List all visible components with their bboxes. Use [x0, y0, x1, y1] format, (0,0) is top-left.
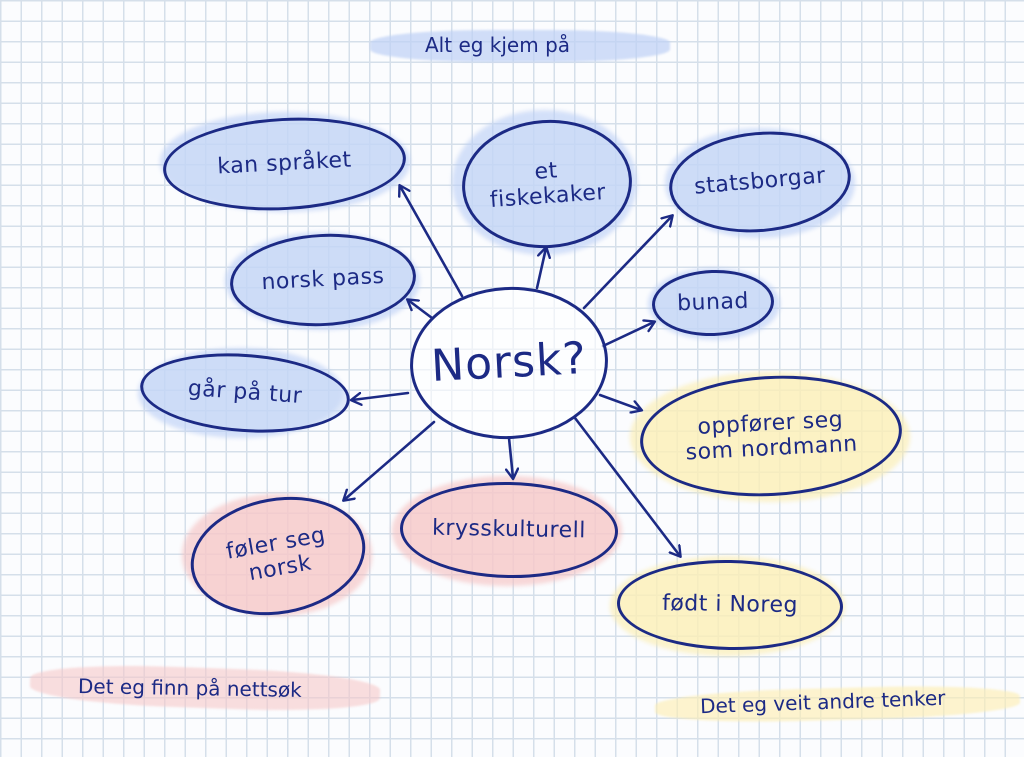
node-label-line2: fiskekaker: [489, 179, 607, 213]
arrow-to-foler: [344, 420, 436, 500]
arrow-to-gar-pa-tur: [352, 391, 410, 400]
node-label: født i Noreg: [661, 591, 799, 619]
arrow-to-statsborgar: [582, 216, 672, 310]
arrow-to-norsk-pass: [408, 300, 434, 320]
legend-top-highlight: [370, 30, 670, 62]
node-label: kan språket: [216, 147, 353, 180]
arrow-to-bunad: [601, 322, 654, 348]
arrow-to-krysskulturell: [509, 436, 513, 478]
node-label: et fiskekaker: [487, 155, 607, 214]
node-label: krysskulturell: [431, 516, 587, 544]
node-label: statsborgar: [693, 163, 827, 201]
arrow-to-kan-spraket: [400, 186, 464, 298]
arrow-to-oppforer: [598, 393, 641, 410]
node-label: oppfører seg som nordmann: [684, 406, 859, 466]
center-label: Norsk?: [429, 332, 589, 392]
node-label: føler seg norsk: [224, 522, 332, 589]
node-label-line1: et: [533, 157, 559, 185]
node-label: norsk pass: [260, 264, 386, 296]
node-label: bunad: [676, 289, 750, 317]
arrow-to-et-fiskekaker: [535, 248, 546, 290]
arrow-to-fodt: [573, 416, 680, 556]
legend-top: Alt eg kjem på: [425, 33, 571, 57]
node-label: går på tur: [186, 376, 304, 410]
